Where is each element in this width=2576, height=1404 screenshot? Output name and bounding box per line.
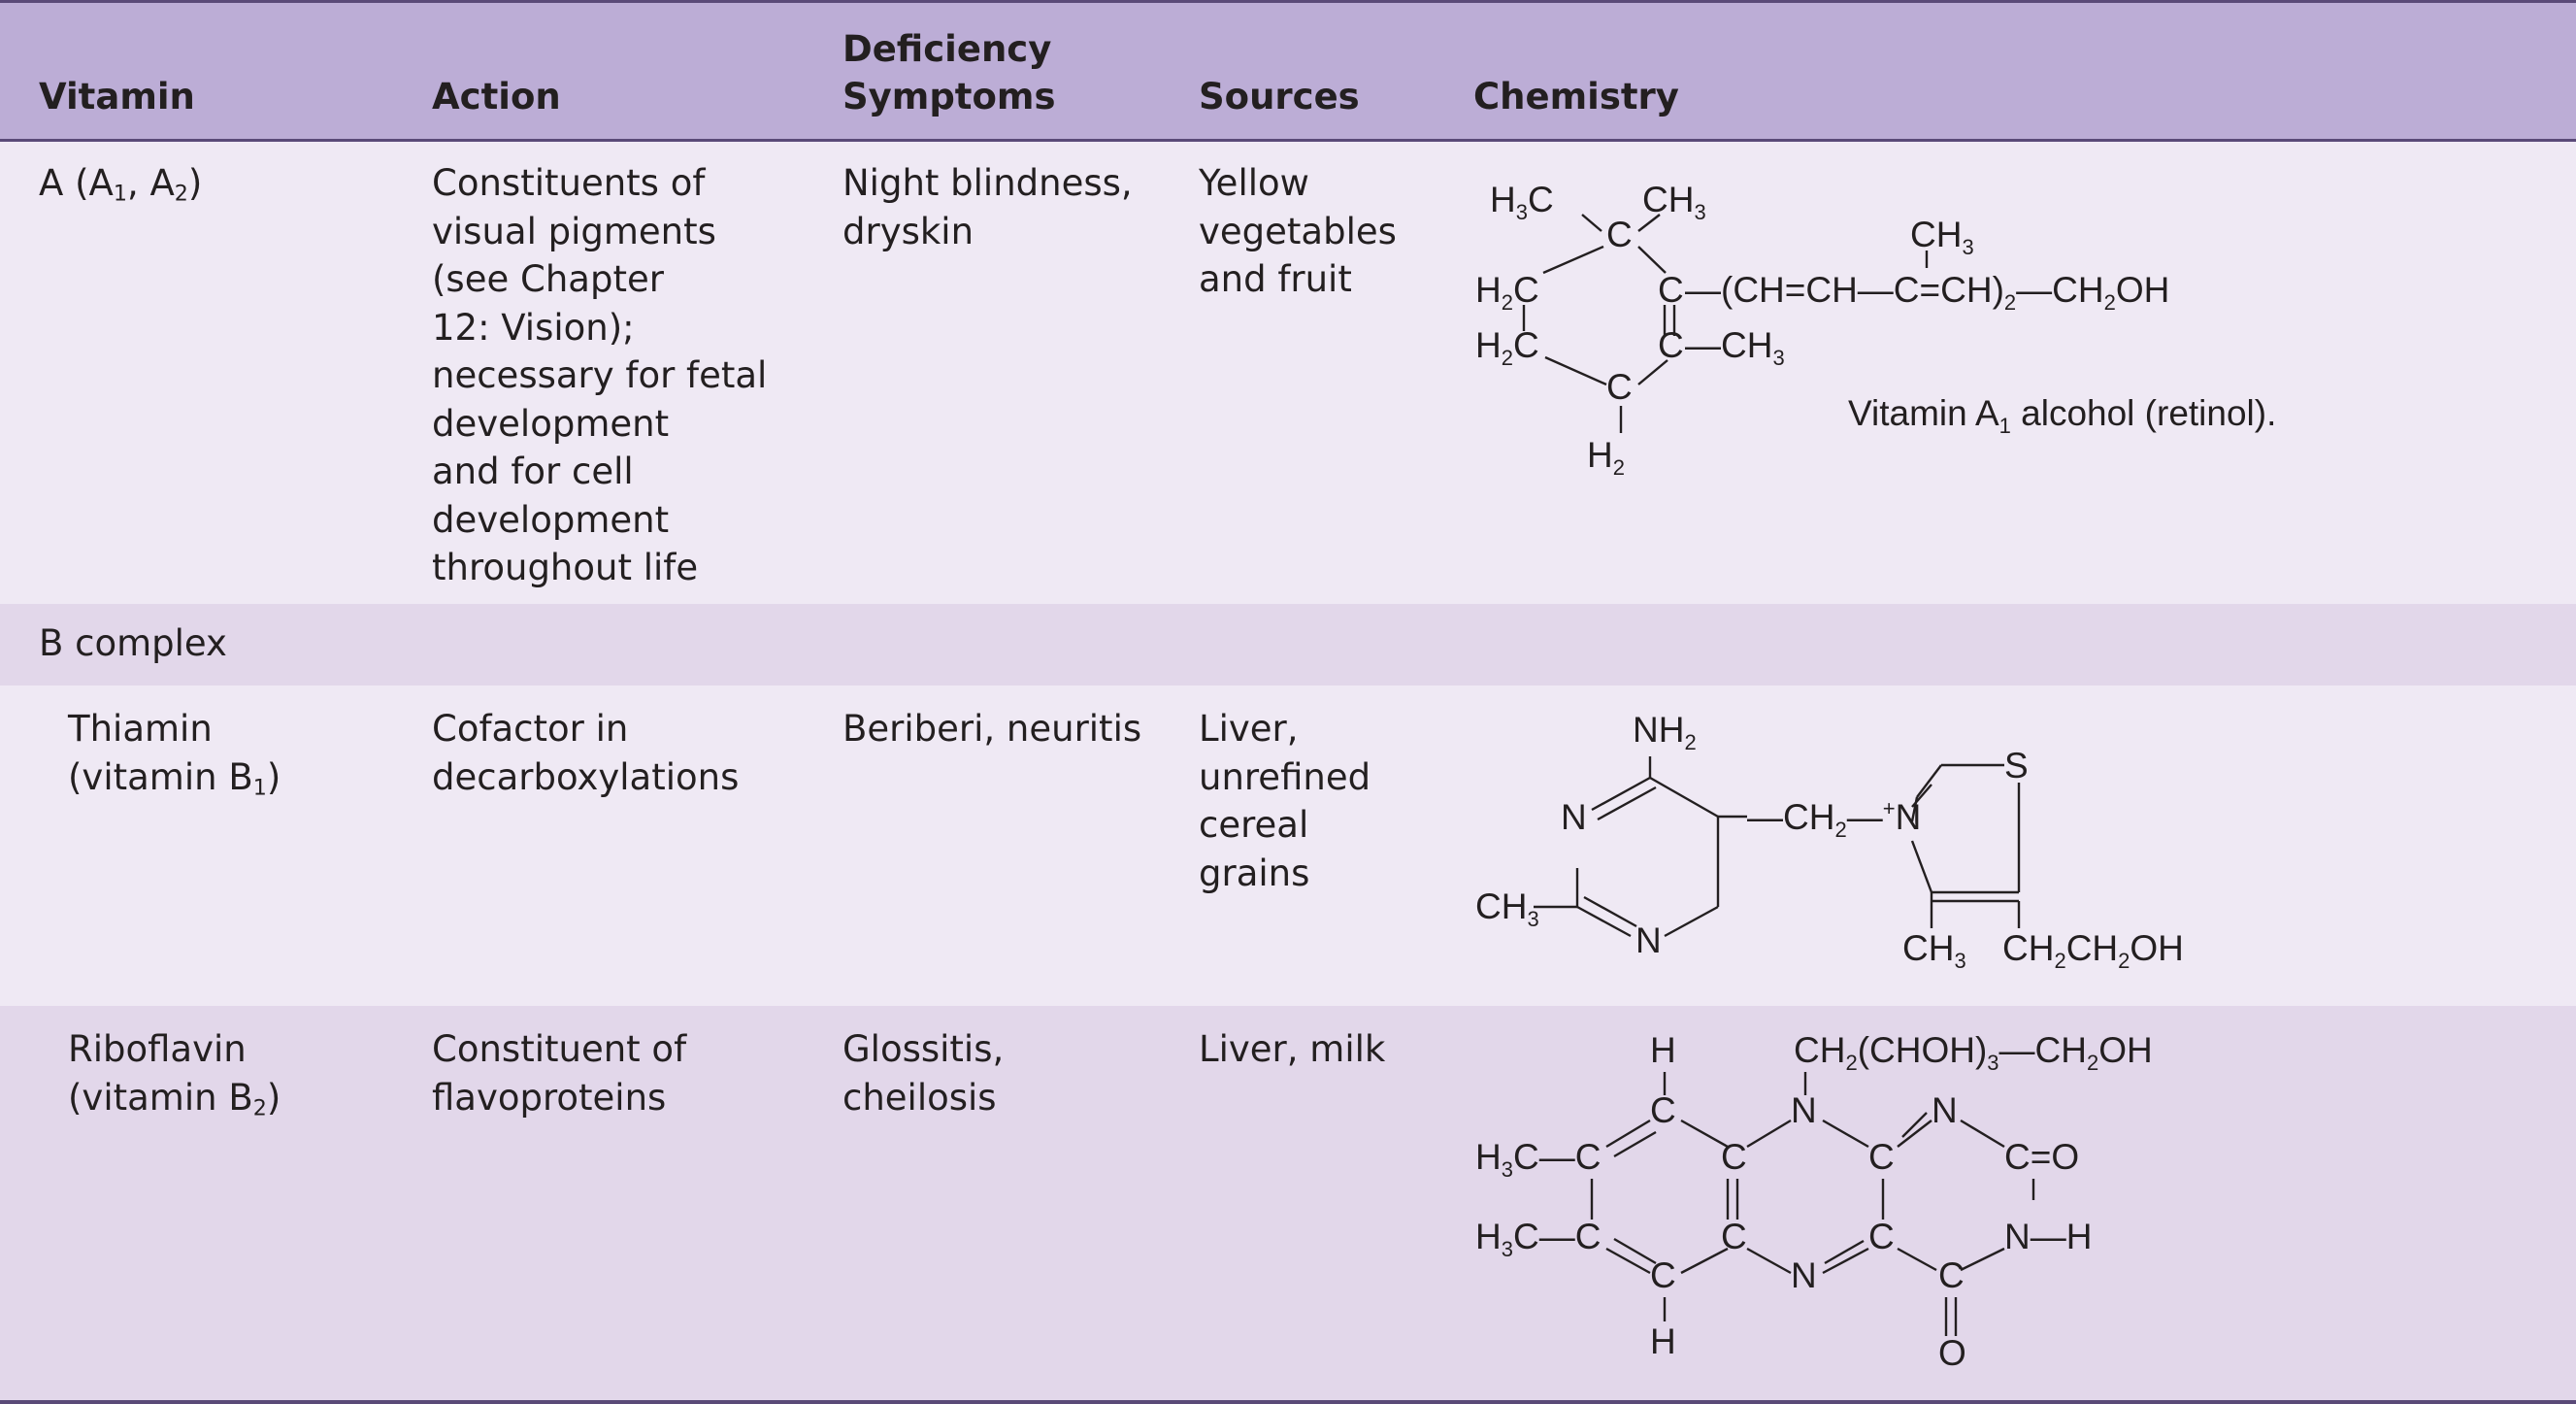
header-sources: Sources xyxy=(1199,76,1360,117)
header-rule xyxy=(0,139,2576,142)
cell-vitamin-riboflavin: Riboflavin (vitamin B2) xyxy=(68,1025,427,1121)
table-row-b-complex: B complex xyxy=(0,604,2576,685)
svg-text:C: C xyxy=(1721,1137,1747,1177)
svg-text:S: S xyxy=(2004,746,2029,786)
svg-text:H2C: H2C xyxy=(1475,270,1539,315)
svg-text:H3C—C: H3C—C xyxy=(1475,1217,1601,1261)
header-action: Action xyxy=(432,76,561,117)
cell-deficiency-thiamin: Beriberi, neuritis xyxy=(842,708,1142,750)
cell-sources-a: Yellow vegetables and fruit xyxy=(1199,162,1397,300)
svg-text:C: C xyxy=(1938,1255,1965,1295)
cell-action-a: Constituents of visual pigments (see Cha… xyxy=(432,162,768,588)
svg-text:—CH2—+N: —CH2—+N xyxy=(1747,796,1921,842)
vitamin-a-name: A (A xyxy=(39,162,114,204)
vitamin-a-sub1: 1 xyxy=(113,181,127,207)
svg-text:CH2CH2OH: CH2CH2OH xyxy=(2002,928,2184,973)
svg-text:N: N xyxy=(1791,1255,1817,1295)
svg-text:H2: H2 xyxy=(1587,435,1625,480)
svg-text:H3C—C: H3C—C xyxy=(1475,1137,1601,1182)
svg-text:H: H xyxy=(1650,1030,1676,1070)
svg-text:C: C xyxy=(1606,215,1633,254)
table-row-thiamin: Thiamin (vitamin B1) Cofactor in decarbo… xyxy=(0,685,2576,1006)
svg-text:—CH3: —CH3 xyxy=(1685,325,1785,370)
retinol-caption-sub: 1 xyxy=(1999,414,2011,438)
riboflavin-subname-sub: 2 xyxy=(252,1095,267,1121)
svg-text:CH3: CH3 xyxy=(1475,886,1539,931)
svg-text:N: N xyxy=(1561,797,1587,837)
thiamin-name: Thiamin xyxy=(68,708,213,750)
cell-vitamin-a: A (A1, A2) xyxy=(39,159,427,208)
retinol-caption-a: Vitamin A xyxy=(1848,393,1999,433)
vitamin-a-mid: , A xyxy=(126,162,175,204)
svg-text:C: C xyxy=(1606,367,1633,407)
riboflavin-subname-base: (vitamin B xyxy=(68,1076,253,1119)
svg-text:H: H xyxy=(1650,1321,1676,1361)
table-top-rule xyxy=(0,0,2576,3)
riboflavin-structure: H CH2(CHOH)3—CH2OH C N N H3C—C C C C=O H… xyxy=(1475,1030,2153,1373)
thiamin-subname-sub: 1 xyxy=(252,775,267,801)
header-vitamin: Vitamin xyxy=(39,76,195,117)
svg-text:C: C xyxy=(1868,1137,1895,1177)
thiamin-structure: NH2 N —CH2—+N S CH3 N CH3 CH2CH2OH xyxy=(1475,710,2184,973)
svg-text:Vitamin A1 alcohol (retinol).: Vitamin A1 alcohol (retinol). xyxy=(1848,393,2276,438)
svg-text:H3C: H3C xyxy=(1490,180,1554,224)
riboflavin-subname-end: ) xyxy=(266,1076,281,1119)
header-chemistry: Chemistry xyxy=(1473,76,1679,117)
section-b-complex: B complex xyxy=(39,622,227,664)
header-deficiency-line1: Deficiency xyxy=(842,28,1052,70)
svg-text:N—H: N—H xyxy=(2004,1217,2092,1256)
retinol-caption-b: alcohol (retinol). xyxy=(2011,393,2277,433)
svg-text:C: C xyxy=(1658,270,1684,310)
svg-text:C: C xyxy=(1868,1217,1895,1256)
vitamin-a-sub2: 2 xyxy=(174,181,188,207)
thiamin-subname-base: (vitamin B xyxy=(68,755,253,798)
table-row-riboflavin: Riboflavin (vitamin B2) Constituent of f… xyxy=(0,1006,2576,1400)
thiamin-subname-end: ) xyxy=(266,755,281,798)
svg-text:N: N xyxy=(1932,1090,1958,1130)
svg-text:NH2: NH2 xyxy=(1633,710,1697,754)
svg-text:C: C xyxy=(1658,325,1684,365)
svg-text:C: C xyxy=(1650,1255,1676,1295)
retinol-structure: H3C CH3 C H2C C H2C C —CH3 C H2 CH3 —(CH… xyxy=(1475,180,2276,480)
cell-action-riboflavin: Constituent of flavoproteins xyxy=(432,1028,687,1119)
svg-text:CH2(CHOH)3—CH2OH: CH2(CHOH)3—CH2OH xyxy=(1794,1030,2153,1075)
thiamin-subname: (vitamin B1) xyxy=(68,753,427,802)
svg-text:—(CH=CH—C=CH)2—CH2OH: —(CH=CH—C=CH)2—CH2OH xyxy=(1685,270,2169,315)
svg-text:C=O: C=O xyxy=(2004,1137,2079,1177)
cell-sources-riboflavin: Liver, milk xyxy=(1199,1028,1386,1070)
riboflavin-name: Riboflavin xyxy=(68,1028,247,1070)
svg-text:N: N xyxy=(1635,920,1662,960)
cell-action-thiamin: Cofactor in decarboxylations xyxy=(432,708,740,798)
riboflavin-subname: (vitamin B2) xyxy=(68,1074,427,1122)
header-deficiency: Deficiency Symptoms xyxy=(842,25,1192,120)
table-bottom-rule xyxy=(0,1400,2576,1404)
table-header-row: Vitamin Action Deficiency Symptoms Sourc… xyxy=(0,3,2576,139)
table-row-vitamin-a: A (A1, A2) Constituents of visual pigmen… xyxy=(0,142,2576,604)
header-deficiency-line2: Symptoms xyxy=(842,76,1056,117)
vitamin-a-end: ) xyxy=(187,162,203,204)
svg-text:O: O xyxy=(1938,1333,1966,1373)
cell-vitamin-thiamin: Thiamin (vitamin B1) xyxy=(68,705,427,801)
svg-text:CH3: CH3 xyxy=(1902,928,1966,973)
svg-text:H2C: H2C xyxy=(1475,325,1539,370)
cell-sources-thiamin: Liver, unrefined cereal grains xyxy=(1199,708,1371,894)
cell-deficiency-a: Night blindness, dryskin xyxy=(842,162,1133,252)
cell-deficiency-riboflavin: Glossitis, cheilosis xyxy=(842,1028,1005,1119)
svg-text:C: C xyxy=(1650,1090,1676,1130)
svg-text:CH3: CH3 xyxy=(1910,215,1974,259)
svg-text:CH3: CH3 xyxy=(1642,180,1706,224)
svg-text:C: C xyxy=(1721,1217,1747,1256)
svg-text:N: N xyxy=(1791,1090,1817,1130)
